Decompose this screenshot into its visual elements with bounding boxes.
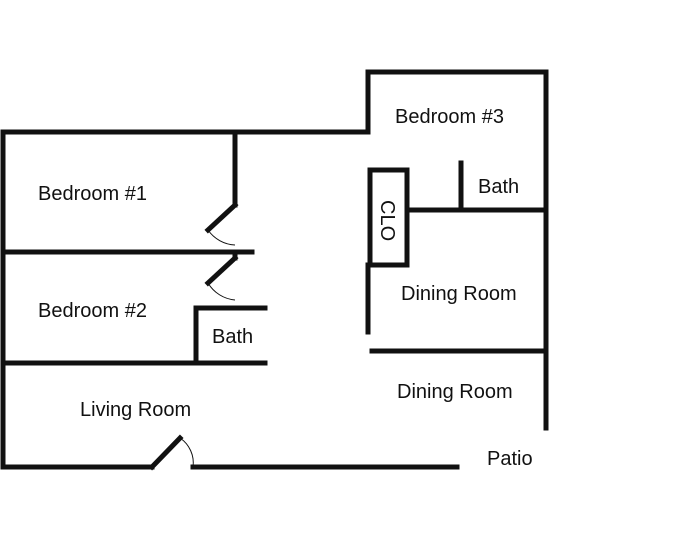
- label-bedroom3: Bedroom #3: [395, 106, 504, 128]
- door-entry-swing: [179, 437, 194, 468]
- door-entry-leaf: [148, 434, 184, 471]
- label-bedroom1: Bedroom #1: [38, 183, 147, 205]
- label-closet: CLO: [376, 200, 398, 241]
- label-living: Living Room: [80, 399, 191, 421]
- label-bath-right: Bath: [478, 176, 519, 198]
- labels: Bedroom #1 Bedroom #2 Bedroom #3 Bath Ba…: [38, 106, 533, 470]
- label-dining-upper: Dining Room: [401, 283, 517, 305]
- label-patio: Patio: [487, 448, 533, 470]
- door-bedroom1-swing: [207, 229, 236, 246]
- door-bedroom2-leaf: [204, 254, 239, 287]
- wall-closet: [367, 167, 410, 268]
- doors: [148, 201, 239, 471]
- walls: [0, 69, 549, 470]
- label-dining-lower: Dining Room: [397, 381, 513, 403]
- label-bedroom2: Bedroom #2: [38, 300, 147, 322]
- door-bedroom1-leaf: [204, 201, 239, 234]
- label-bath-left: Bath: [212, 326, 253, 348]
- door-bedroom2-swing: [207, 282, 236, 301]
